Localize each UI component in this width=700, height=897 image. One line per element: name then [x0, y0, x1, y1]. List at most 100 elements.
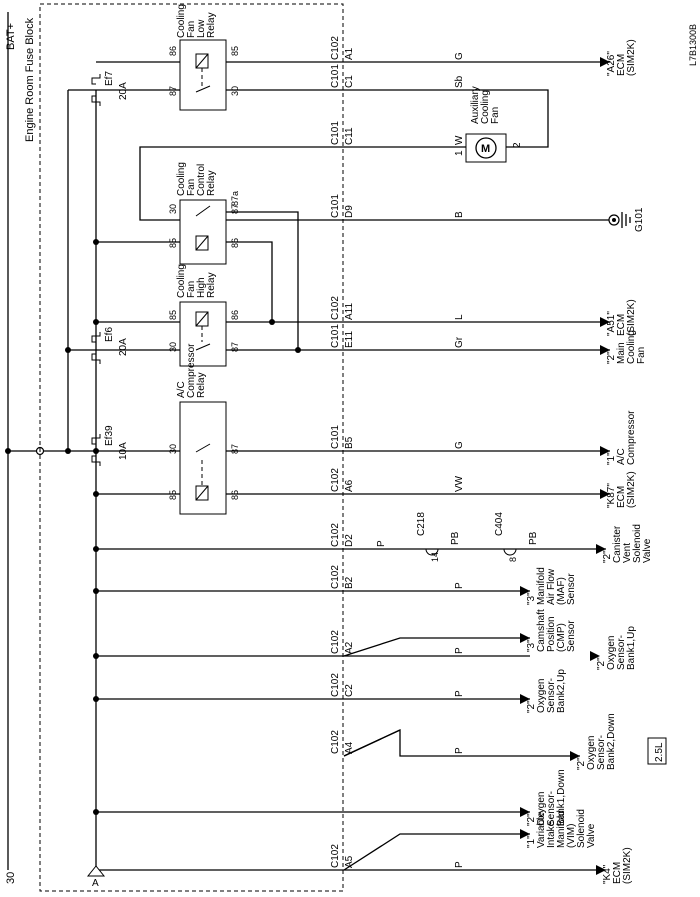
- connector-pin-e11: E11: [344, 331, 355, 348]
- pin-30: 30: [168, 342, 178, 352]
- destination-arrow: [520, 694, 530, 704]
- wire-color-vw: VW: [454, 475, 465, 492]
- destination-arrow: [520, 586, 530, 596]
- wire-color-sb: Sb: [454, 75, 465, 88]
- pin-85: 85: [168, 238, 178, 248]
- connector-pin-a5: A5: [344, 855, 355, 868]
- inline-connector-pin: 14: [430, 552, 440, 562]
- motor-symbol: M: [481, 143, 490, 155]
- variant-box: 2.5L: [647, 737, 667, 765]
- destinations: "A26"ECM(SIM2K) "A51"ECM(SIM2K)"2"MainCoo…: [520, 39, 653, 884]
- fuse-ef6-rating: 20A: [118, 338, 129, 356]
- connector-pin-c11: C11: [344, 127, 355, 145]
- connector-c101-label: C101: [330, 194, 341, 218]
- battery-feed: BAT+ 30: [5, 12, 96, 884]
- connector-c102-label: C102: [330, 565, 341, 589]
- destination-arrow: [600, 489, 610, 499]
- pin-87: 87: [230, 204, 240, 214]
- destination-arrow: [590, 651, 600, 661]
- wire-color-w: W: [454, 135, 465, 145]
- connector-pin-c2: C2: [344, 684, 355, 697]
- connector-c101-label: C101: [330, 425, 341, 449]
- connector-c101-label: C101: [330, 121, 341, 145]
- pin-86: 86: [230, 490, 240, 500]
- ground-label: G101: [634, 207, 645, 232]
- inline-connector-pin: 8: [508, 557, 518, 562]
- relay-high-name: CoolingFanHighRelay: [176, 264, 217, 298]
- destination-arrow: [600, 345, 610, 355]
- inline-connector-label: C404: [494, 512, 505, 536]
- fuse-ef7-rating: 20A: [118, 82, 129, 100]
- connector-pin-a4: A4: [344, 741, 355, 754]
- destination-arrow: [600, 446, 610, 456]
- ground-g101: G101: [608, 207, 645, 232]
- ground-marker-label: A: [92, 878, 99, 889]
- destination-label: "K87"ECM(SIM2K): [606, 471, 637, 508]
- connector-pin-d9: D9: [344, 205, 355, 218]
- destination-arrow: [600, 317, 610, 327]
- destination-arrow: [520, 807, 530, 817]
- wire-color-p: P: [454, 861, 465, 868]
- bat-label: BAT+: [5, 23, 17, 50]
- relay-cooling-fan-control: CoolingFanControlRelay 30 87 87a 85 86: [168, 162, 240, 265]
- destination-label: "2"OxygenSensor-Bank1,Up: [596, 626, 637, 670]
- connector-pin-c1: C1: [344, 75, 355, 88]
- destination-label: "A26"ECM(SIM2K): [606, 39, 637, 76]
- connector-pin-d2: D2: [344, 534, 355, 547]
- wire-color-l: L: [454, 314, 465, 320]
- relay-low-name: CoolingFanLowRelay: [176, 4, 217, 38]
- pin-87a: 87a: [230, 191, 240, 206]
- destination-arrow: [600, 57, 610, 67]
- fuse-bus: [65, 89, 99, 870]
- pin-87: 87: [168, 86, 178, 96]
- wire-color-g: G: [454, 441, 465, 449]
- destination-arrow: [596, 544, 606, 554]
- pin-30: 30: [168, 444, 178, 454]
- wire-color-p: P: [454, 582, 465, 589]
- destination-arrow: [520, 633, 530, 643]
- motor-pin-2: 2: [512, 142, 523, 148]
- pin-86: 86: [168, 46, 178, 56]
- ground-marker: A: [86, 865, 106, 889]
- inline-connector-c218: [425, 548, 439, 556]
- fuse-ef39-name: Ef39: [104, 425, 115, 446]
- destination-label: "1"A/CCompressor: [606, 410, 637, 465]
- motor-pin-1: 1: [454, 150, 465, 156]
- destination-label: "1"VariableIntakeManifold(VIM)SolenoidVa…: [526, 809, 597, 848]
- pin-86: 86: [230, 238, 240, 248]
- destination-label: "3"CamshaftPosition(CMP)Sensor: [526, 609, 577, 652]
- relay-ac-name: A/CCompressorRelay: [176, 343, 207, 398]
- wire-color-gr: Gr: [454, 336, 465, 348]
- connector-pin-a11: A11: [344, 303, 355, 320]
- destination-label: "2"OxygenSensor-Bank2,Down: [576, 713, 617, 770]
- fuse-ef6-name: Ef6: [104, 327, 115, 342]
- destination-label: "2"OxygenSensor-Bank2,Up: [526, 669, 567, 713]
- destination-label: "2"MainCoolingFan: [606, 330, 647, 364]
- pin-85: 85: [230, 46, 240, 56]
- wire-color-g: G: [454, 52, 465, 60]
- connector-pin-a2: A2: [344, 641, 355, 654]
- inline-connector-c404: [503, 548, 517, 556]
- connector-pin-b5: B5: [344, 436, 355, 449]
- connector-c102-label: C102: [330, 730, 341, 754]
- relay-cooling-fan-high: CoolingFanHighRelay 85 86 30 87: [168, 264, 240, 367]
- fuse-block-frame: Engine Room Fuse Block: [24, 3, 344, 892]
- connector-c102-label: C102: [330, 36, 341, 60]
- pin-30: 30: [168, 204, 178, 214]
- connector-c102-label: C102: [330, 468, 341, 492]
- destination-label: "3"ManifoldAir Flow(MAF)Sensor: [526, 567, 577, 605]
- destination-label: "K4"ECM(SIM2K): [602, 847, 633, 884]
- pin-86: 86: [230, 310, 240, 320]
- relay-control-name: CoolingFanControlRelay: [176, 162, 217, 196]
- connector-c102-label: C102: [330, 844, 341, 868]
- connector-pin-a6: A6: [344, 479, 355, 492]
- connector-c102-label: C102: [330, 296, 341, 320]
- motor-name: AuxiliaryCoolingFan: [470, 86, 501, 124]
- destination-arrow: [596, 865, 606, 875]
- connector-c102-label: C102: [330, 523, 341, 547]
- connector-pin-a1: A1: [344, 47, 355, 60]
- destination-label: "A51"ECM(SIM2K): [606, 299, 637, 336]
